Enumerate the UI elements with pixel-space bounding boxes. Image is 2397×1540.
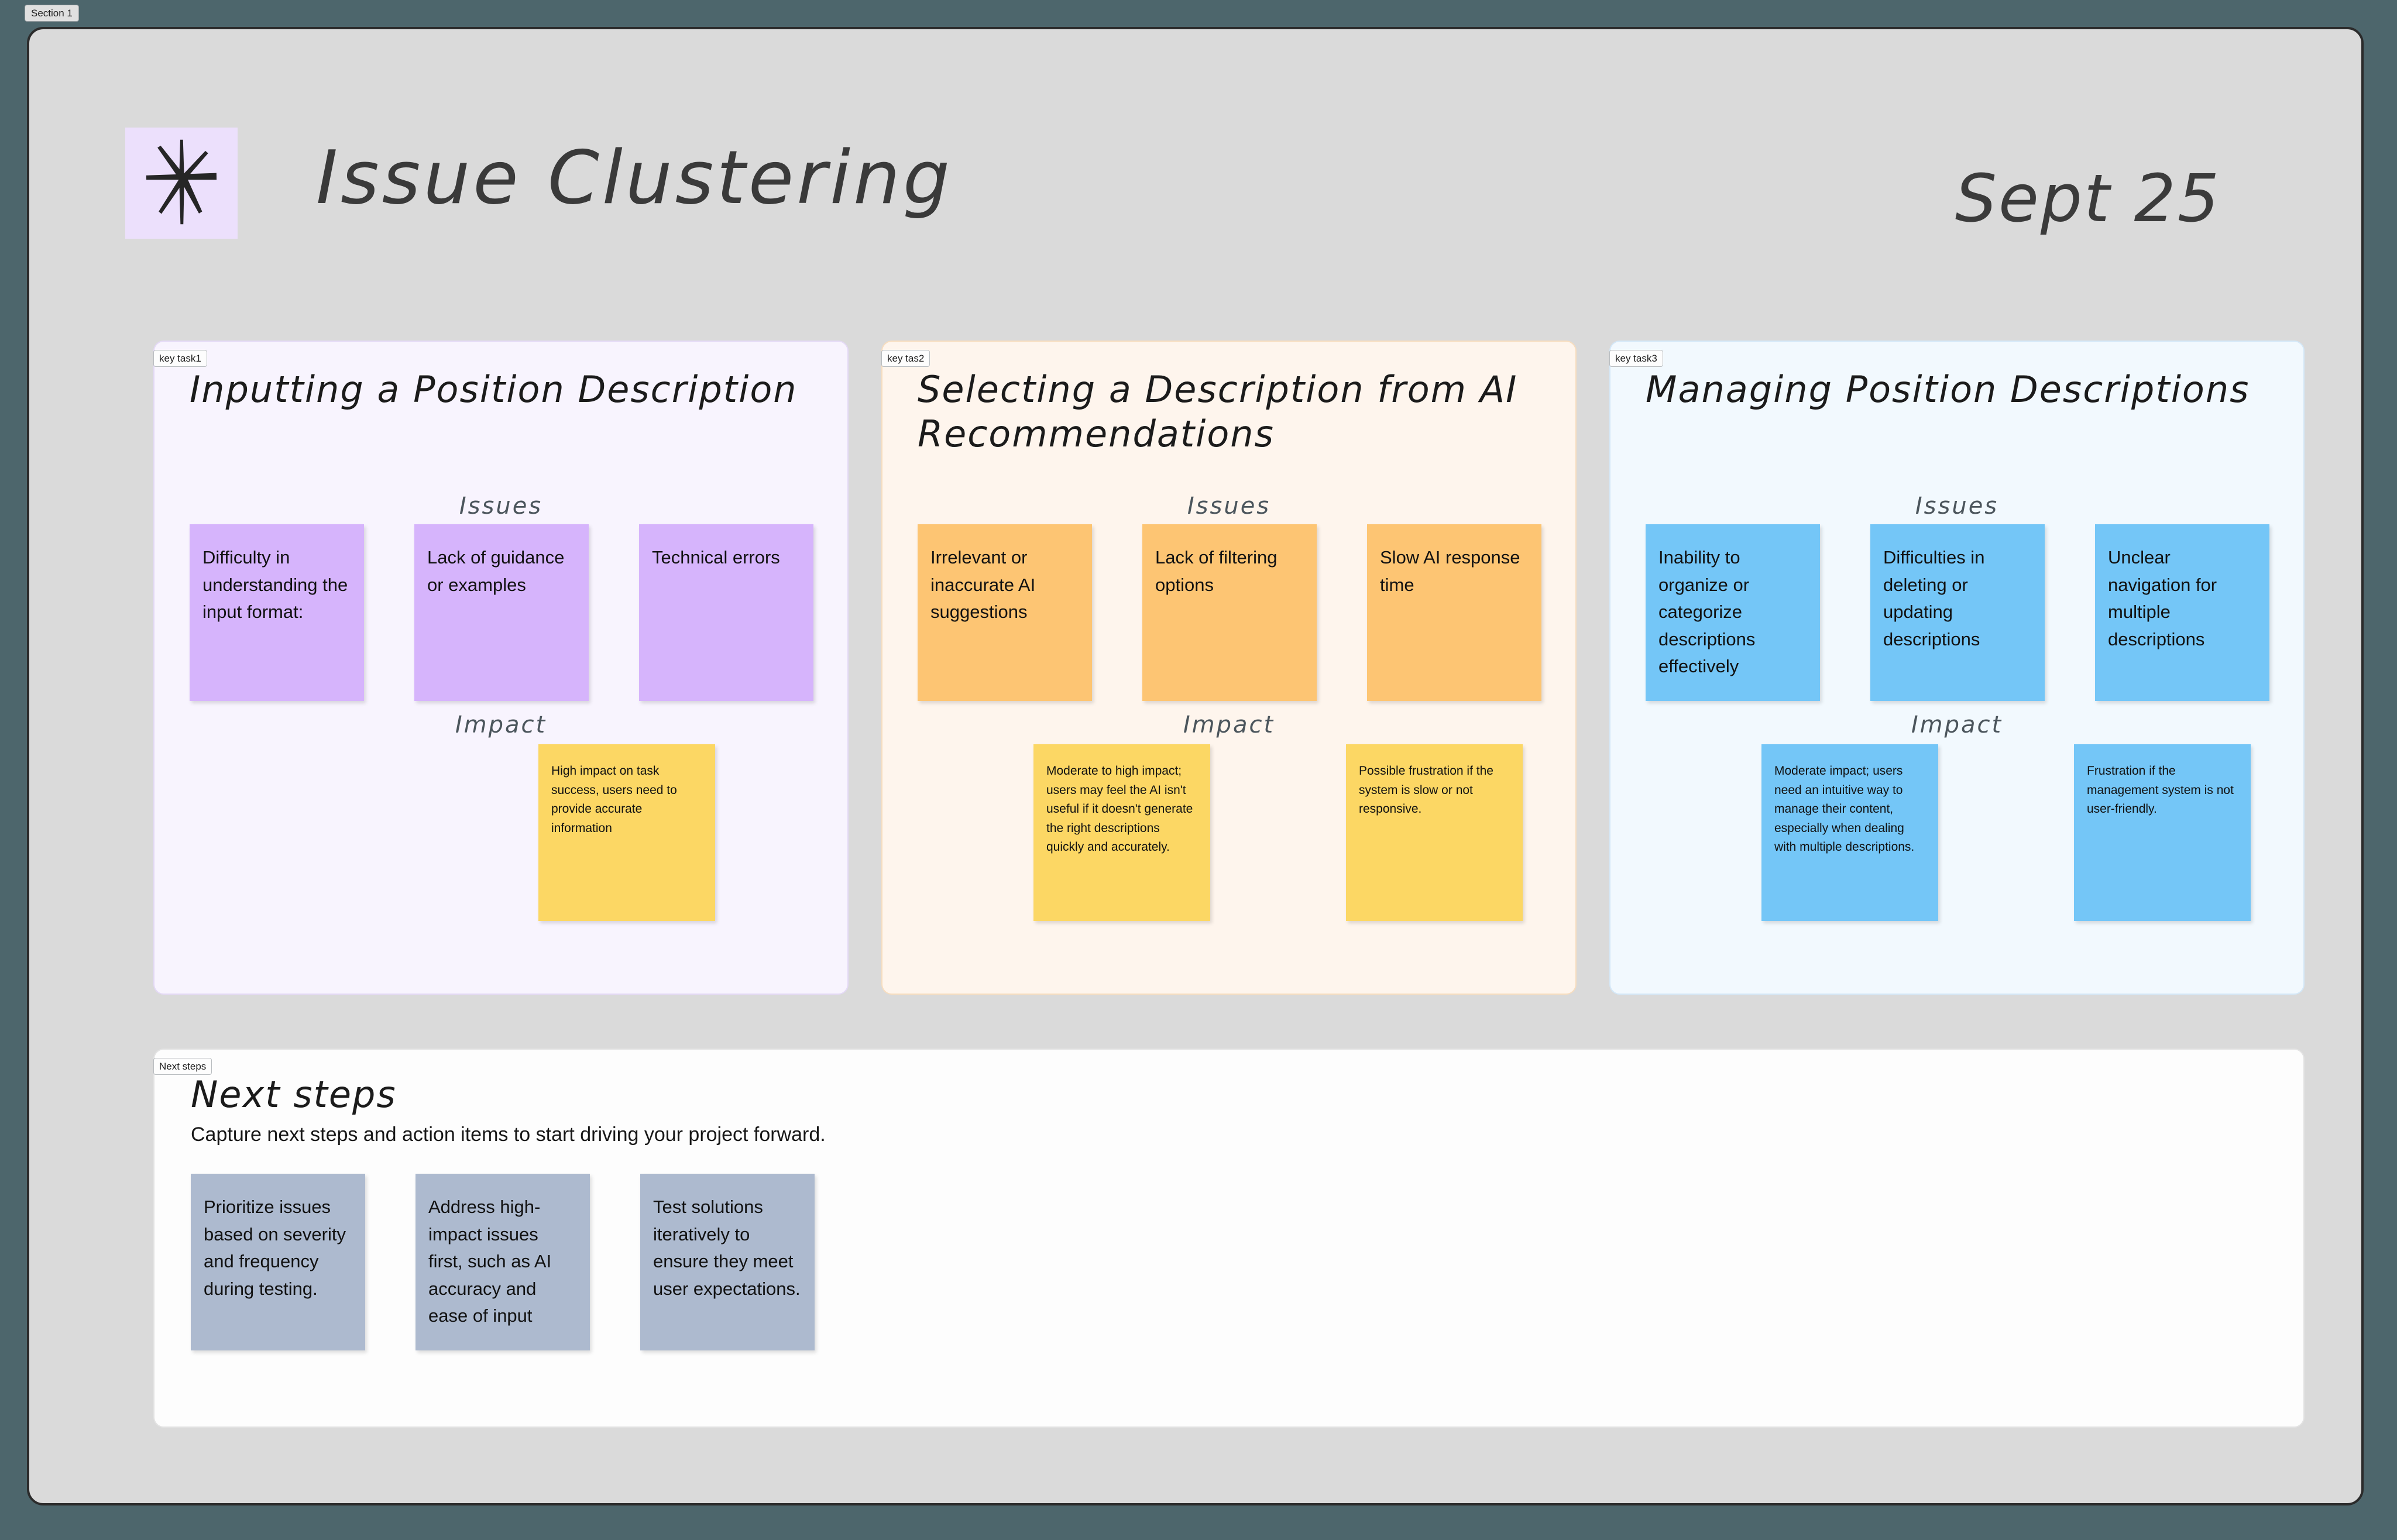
card-badge-1[interactable]: key task1 [153,350,207,367]
impact-note[interactable]: Moderate impact; users need an intuitive… [1761,744,1938,921]
board-header: Issue Clustering Sept 25 [29,29,2361,275]
impact-label-2: Impact [1183,711,1275,738]
issue-note[interactable]: Unclear navigation for multiple descript… [2095,524,2269,701]
impact-label-3: Impact [1911,711,2003,738]
card-title-3: Managing Position Descriptions [1646,368,2250,411]
next-step-note[interactable]: Address high-impact issues first, such a… [415,1174,590,1350]
issue-note[interactable]: Difficulty in understanding the input fo… [190,524,364,701]
logo-tile [125,128,238,239]
key-task-card-3[interactable]: key task3 Managing Position Descriptions… [1609,341,2305,995]
issue-note[interactable]: Slow AI response time [1367,524,1541,701]
impact-label-1: Impact [455,711,547,738]
page-title: Issue Clustering [316,135,953,221]
issue-note[interactable]: Inability to organize or categorize desc… [1646,524,1820,701]
card-title-2: Selecting a Description from AI Recommen… [918,368,1518,455]
next-steps-subtitle: Capture next steps and action items to s… [191,1123,826,1146]
board-canvas: Issue Clustering Sept 25 key task1 Input… [27,27,2364,1505]
next-steps-note-row: Prioritize issues based on severity and … [191,1174,815,1350]
impact-note-row-3: Moderate impact; users need an intuitive… [1761,744,2251,921]
issues-label-2: Issues [1187,493,1271,520]
sparkle-asterisk-icon [140,138,222,229]
next-steps-title: Next steps [191,1073,397,1116]
card-badge-2[interactable]: key tas2 [881,350,930,367]
issues-note-row-2: Irrelevant or inaccurate AI suggestions … [918,524,1541,701]
key-task-card-2[interactable]: key tas2 Selecting a Description from AI… [881,341,1577,995]
issue-note[interactable]: Technical errors [639,524,813,701]
issue-note[interactable]: Lack of guidance or examples [414,524,589,701]
next-step-note[interactable]: Prioritize issues based on severity and … [191,1174,365,1350]
impact-note[interactable]: High impact on task success, users need … [538,744,715,921]
card-badge-3[interactable]: key task3 [1609,350,1663,367]
section-label-badge[interactable]: Section 1 [25,5,79,22]
key-task-card-1[interactable]: key task1 Inputting a Position Descripti… [153,341,849,995]
next-steps-card[interactable]: Next steps Next steps Capture next steps… [153,1049,2305,1428]
board-date: Sept 25 [1955,161,2221,237]
issues-label-3: Issues [1915,493,1999,520]
impact-note[interactable]: Moderate to high impact; users may feel … [1033,744,1210,921]
issue-note[interactable]: Irrelevant or inaccurate AI suggestions [918,524,1092,701]
impact-note-row-2: Moderate to high impact; users may feel … [1033,744,1523,921]
impact-note[interactable]: Possible frustration if the system is sl… [1346,744,1523,921]
issues-label-1: Issues [459,493,543,520]
impact-note[interactable]: Frustration if the management system is … [2074,744,2251,921]
issues-note-row-1: Difficulty in understanding the input fo… [190,524,813,701]
issues-note-row-3: Inability to organize or categorize desc… [1646,524,2269,701]
next-steps-badge[interactable]: Next steps [153,1058,212,1075]
card-title-1: Inputting a Position Description [190,368,798,411]
issue-note[interactable]: Difficulties in deleting or updating des… [1870,524,2045,701]
next-step-note[interactable]: Test solutions iteratively to ensure the… [640,1174,815,1350]
issue-note[interactable]: Lack of filtering options [1142,524,1317,701]
impact-note-row-1: High impact on task success, users need … [538,744,715,921]
